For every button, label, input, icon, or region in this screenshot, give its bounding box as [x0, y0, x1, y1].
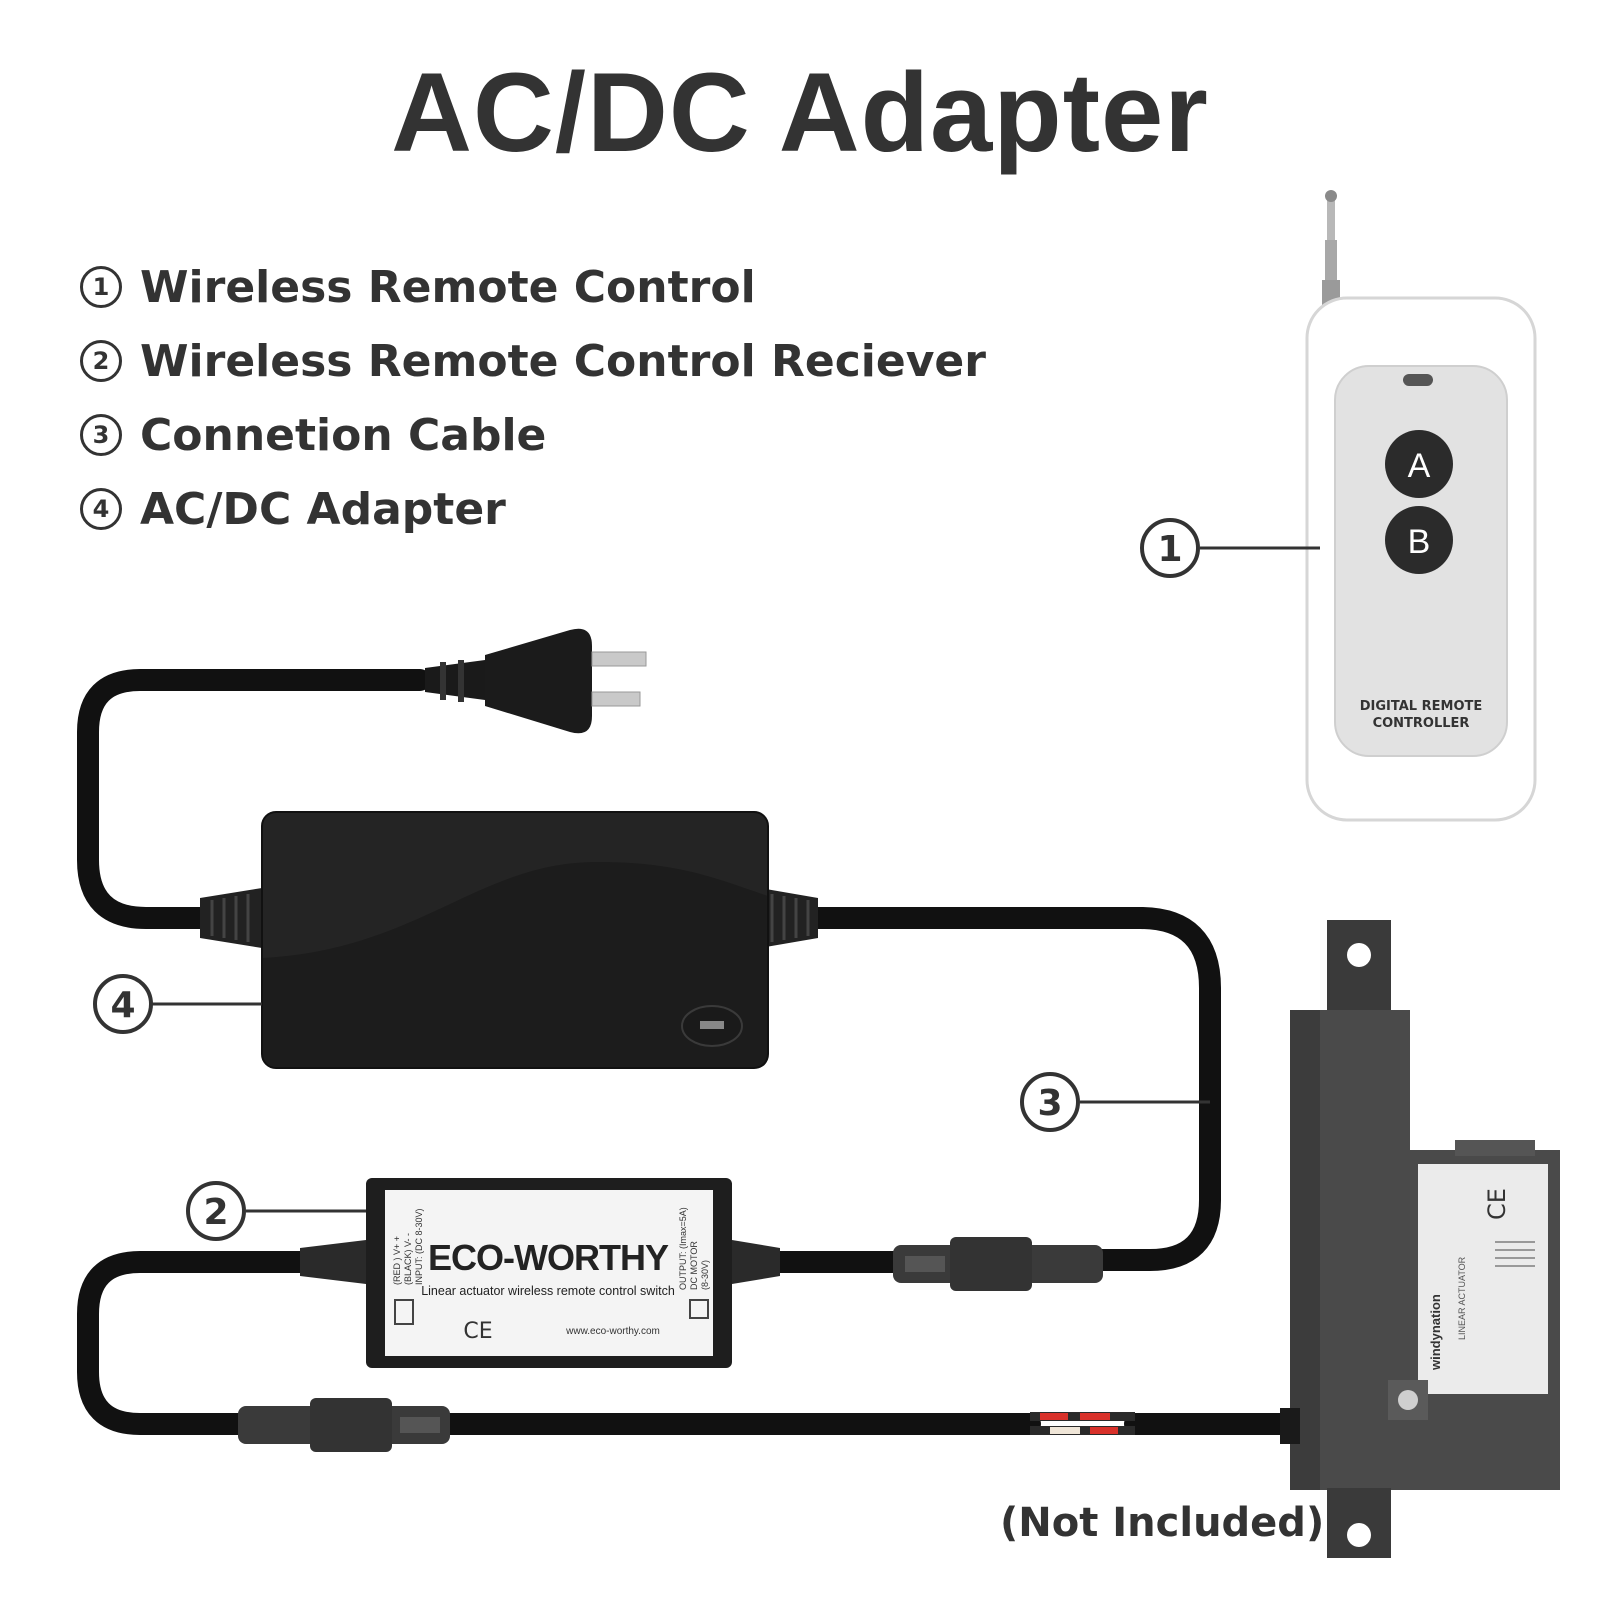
callout-circle-remote — [1140, 518, 1200, 578]
remote-label-line2: CONTROLLER — [1373, 716, 1470, 731]
remote-label-line1: DIGITAL REMOTE — [1360, 699, 1483, 714]
wall-plug — [425, 628, 647, 734]
receiver-subtitle: Linear actuator wireless remote control … — [421, 1284, 675, 1298]
power-cord — [77, 669, 431, 929]
legend-number: 1 — [80, 266, 122, 308]
remote-control — [1305, 190, 1537, 822]
actuator-brand: windynation — [1428, 1294, 1443, 1371]
cable-connector-upper — [893, 1237, 1103, 1291]
receiver-input-cable — [77, 1251, 311, 1435]
legend-label: Wireless Remote Control Reciever — [140, 335, 986, 387]
legend-number: 3 — [80, 414, 122, 456]
legend-number: 4 — [80, 488, 122, 530]
exposed-wires — [1030, 1412, 1135, 1435]
remote-button-b: B — [1408, 523, 1431, 561]
actuator-ce-mark: CE — [1483, 1188, 1511, 1220]
cable-connector-lower — [238, 1398, 450, 1452]
receiver-output-spec: OUTPUT: (Imax=5A) — [678, 1207, 688, 1290]
receiver-ce-mark: CE — [463, 1319, 492, 1344]
page-title: AC/DC Adapter — [391, 50, 1209, 175]
receiver-output-motor: DC MOTOR — [689, 1241, 699, 1290]
legend: 1 Wireless Remote Control 2 Wireless Rem… — [80, 250, 986, 546]
linear-actuator — [1280, 920, 1560, 1558]
remote-button-a: A — [1408, 447, 1431, 485]
legend-item: 4 AC/DC Adapter — [80, 472, 986, 546]
receiver-output-range: (8-30V) — [700, 1260, 710, 1290]
legend-item: 2 Wireless Remote Control Reciever — [80, 324, 986, 398]
connection-cable — [804, 907, 1221, 1271]
legend-label: Connetion Cable — [140, 409, 547, 461]
legend-item: 1 Wireless Remote Control — [80, 250, 986, 324]
callout-number-cable: 3 — [1037, 1083, 1062, 1124]
callout-number-adapter: 4 — [110, 985, 135, 1026]
legend-number: 2 — [80, 340, 122, 382]
actuator-label-title: LINEAR ACTUATOR — [1457, 1256, 1467, 1340]
receiver-brand: ECO-WORTHY — [428, 1237, 669, 1278]
legend-label: Wireless Remote Control — [140, 261, 756, 313]
legend-item: 3 Connetion Cable — [80, 398, 986, 472]
receiver-box — [300, 1178, 780, 1368]
adapter-brick — [200, 811, 818, 1069]
callout-number-remote: 1 — [1157, 529, 1182, 570]
callout-number-receiver: 2 — [203, 1192, 228, 1233]
not-included-note: (Not Included) — [1000, 1500, 1325, 1546]
receiver-input-red: (RED ) V+ + — [392, 1236, 402, 1285]
receiver-website: www.eco-worthy.com — [565, 1326, 660, 1337]
callout-circle-receiver — [186, 1181, 246, 1241]
callout-circle-adapter — [93, 974, 153, 1034]
legend-label: AC/DC Adapter — [140, 483, 506, 535]
receiver-input-black: (BLACK) V- - — [403, 1233, 413, 1285]
callout-circle-cable — [1020, 1072, 1080, 1132]
receiver-input-spec: INPUT: (DC 8-30V) — [414, 1208, 424, 1285]
